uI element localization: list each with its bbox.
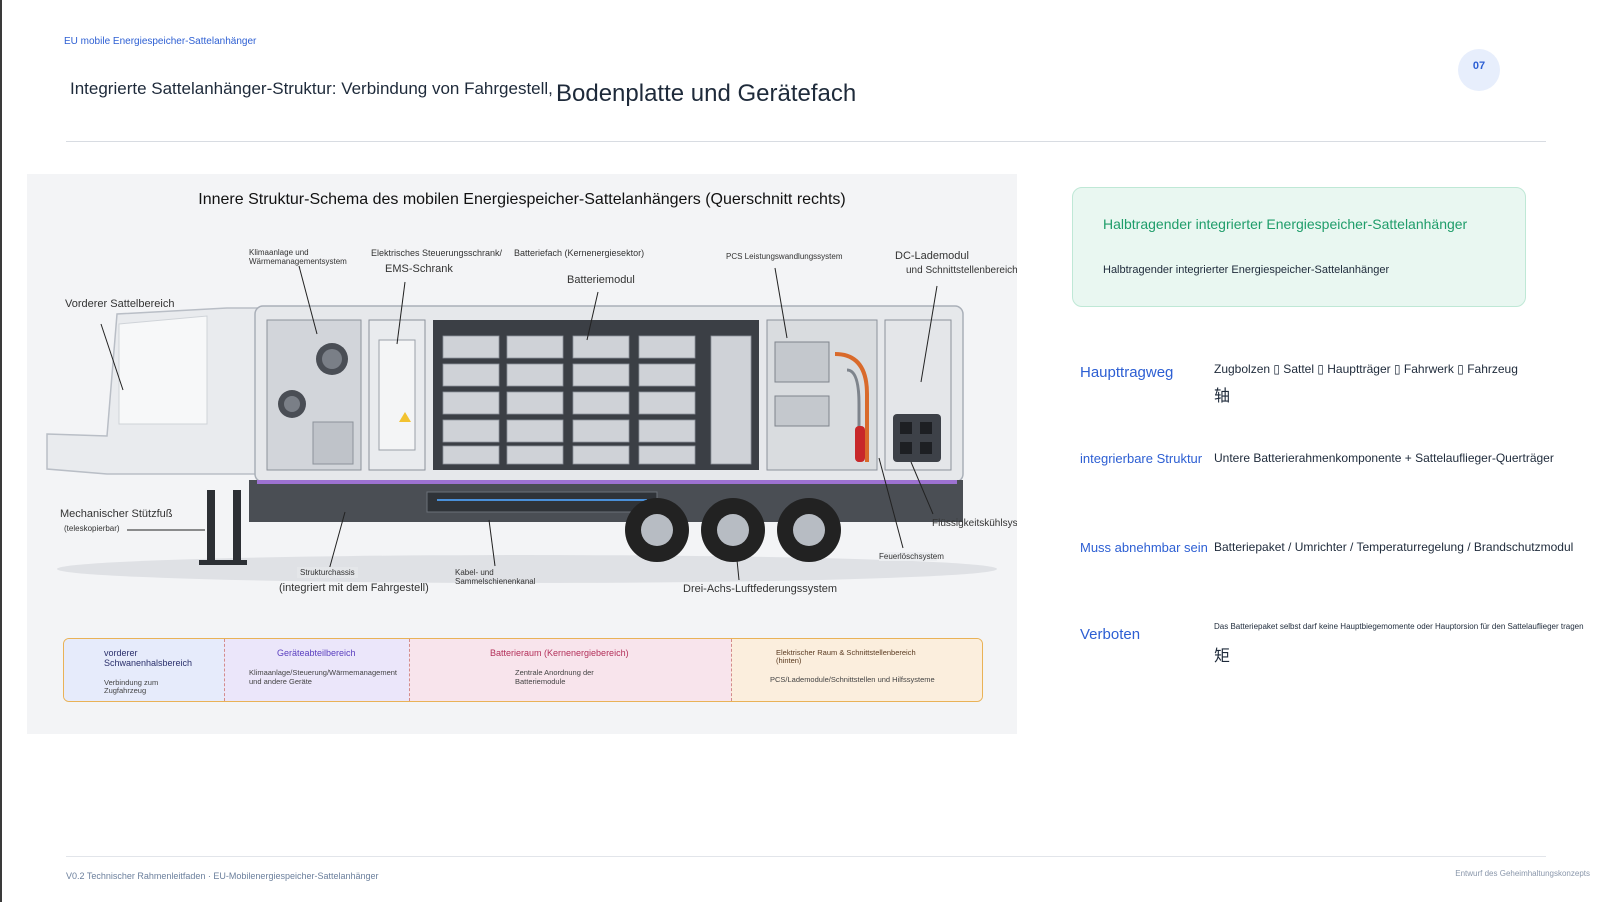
zone-title: Elektrischer Raum & Schnittstellenbereic…	[776, 648, 916, 666]
trailer-structure-figure: Innere Struktur-Schema des mobilen Energ…	[27, 174, 1017, 734]
row-key-forbidden: Verboten	[1080, 626, 1141, 643]
zone-electrical-room: Elektrischer Raum & Schnittstellenbereic…	[731, 639, 982, 701]
row-glyph-axis: 轴	[1214, 388, 1231, 405]
label-chassis: Strukturchassis	[297, 567, 358, 579]
label-battery-module: Batteriemodul	[567, 274, 635, 286]
zone-title: Batterieraum (Kernenergiebereich)	[490, 648, 629, 658]
label-climate: Klimaanlage und Wärmemanagementsystem	[249, 248, 347, 267]
info-card-title: Halbtragender integrierter Energiespeich…	[1103, 216, 1468, 232]
label-suspension: Drei-Achs-Luftfederungssystem	[683, 583, 838, 595]
label-cable-channel: Kabel- und Sammelschienenkanal	[455, 568, 536, 587]
label-interface-area: und Schnittstellenbereich	[906, 265, 1017, 276]
row-glyph-moment: 矩	[1214, 648, 1231, 665]
label-battery-compartment: Batteriefach (Kernenergiesektor)	[514, 248, 645, 258]
label-front-saddle: Vorderer Sattelbereich	[65, 298, 175, 310]
label-dc-module: DC-Lademodul	[895, 250, 969, 262]
page-title-part2: Bodenplatte und Gerätefach	[556, 80, 857, 107]
left-edge-rule	[0, 0, 2, 902]
page-number-badge: 07	[1458, 49, 1500, 91]
row-value-must-be-removable: Batteriepaket / Umrichter / Temperaturre…	[1214, 540, 1574, 554]
row-key-must-be-removable: Muss abnehmbar sein	[1080, 540, 1208, 555]
label-support-leg-note: (teleskopierbar)	[64, 524, 120, 533]
row-value-main-load-path: Zugbolzen ▯ Sattel ▯ Hauptträger ▯ Fahrw…	[1214, 362, 1518, 376]
label-pcs: PCS Leistungswandlungssystem	[726, 252, 843, 261]
label-ems: EMS-Schrank	[385, 263, 453, 275]
row-value-integrable-structure: Untere Batterierahmenkomponente + Sattel…	[1214, 451, 1554, 465]
figure-title: Innere Struktur-Schema des mobilen Energ…	[198, 191, 846, 208]
zone-desc: Klimaanlage/Steuerung/Wärmemanagement un…	[249, 667, 397, 686]
zone-desc: Zentrale Anordnung der Batteriemodule	[515, 667, 594, 686]
zone-title: Geräteabteilbereich	[277, 648, 356, 658]
label-liquid-cooling: Flüssigkeitskühlsystem	[932, 518, 1017, 529]
zone-title: vorderer Schwanenhalsbereich	[104, 648, 193, 668]
row-value-forbidden: Das Batteriepaket selbst darf keine Haup…	[1214, 622, 1584, 631]
footer-right-text: Entwurf des Geheimhaltungskonzepts	[1455, 869, 1590, 878]
zone-front-gooseneck: vorderer Schwanenhalsbereich Verbindung …	[64, 639, 224, 701]
label-fire-suppression: Feuerlöschsystem	[879, 552, 944, 562]
row-key-integrable-structure: integrierbare Struktur	[1080, 451, 1203, 466]
footer-left-text: V0.2 Technischer Rahmenleitfaden · EU-Mo…	[66, 871, 379, 881]
label-support-leg: Mechanischer Stützfuß	[60, 508, 173, 520]
info-card-subtitle: Halbtragender integrierter Energiespeich…	[1103, 264, 1390, 276]
label-control-cabinet: Elektrisches Steuerungsschrank/	[371, 248, 503, 258]
info-card: Halbtragender integrierter Energiespeich…	[1072, 187, 1526, 307]
zone-desc: Verbindung zum Zugfahrzeug	[104, 677, 159, 696]
header-divider	[66, 141, 1546, 142]
zone-legend: vorderer Schwanenhalsbereich Verbindung …	[63, 638, 983, 702]
header-kicker: EU mobile Energiespeicher-Sattelanhänger	[64, 36, 257, 47]
zone-desc: PCS/Lademodule/Schnittstellen und Hilfss…	[770, 674, 935, 684]
row-key-main-load-path: Haupttragweg	[1080, 364, 1174, 381]
footer-divider	[66, 856, 1546, 857]
label-chassis-note: (integriert mit dem Fahrgestell)	[279, 582, 429, 594]
zone-equipment: Geräteabteilbereich Klimaanlage/Steuerun…	[224, 639, 409, 701]
zone-battery-room: Batterieraum (Kernenergiebereich) Zentra…	[409, 639, 731, 701]
trailer-illustration	[46, 265, 997, 583]
page-title-part1: Integrierte Sattelanhänger-Struktur: Ver…	[70, 79, 553, 98]
